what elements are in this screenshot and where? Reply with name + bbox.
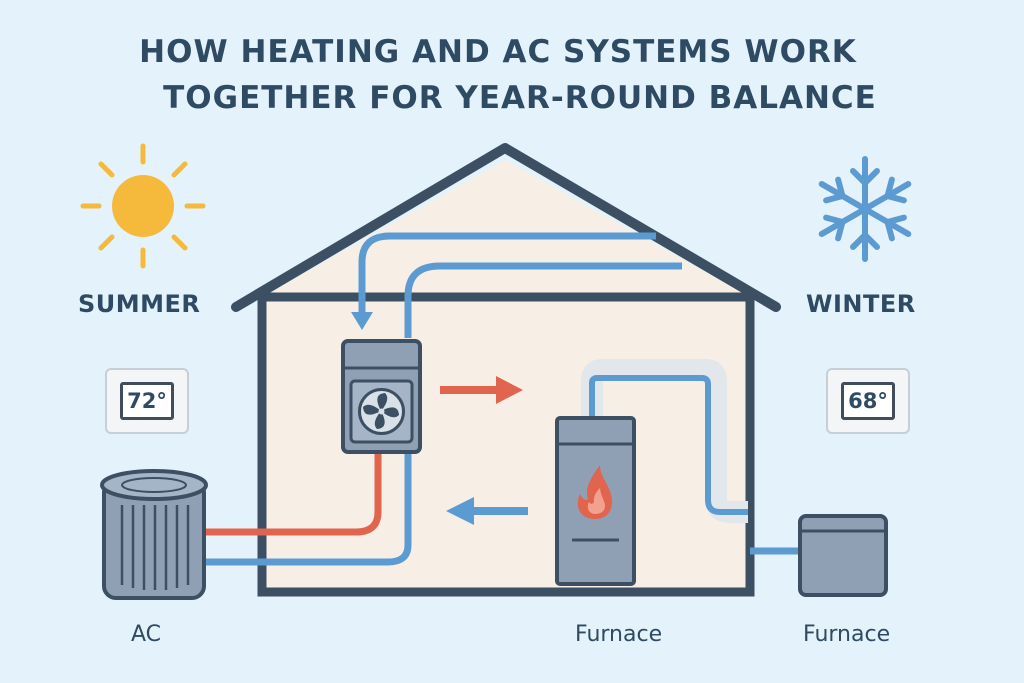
winter-thermostat: 68° bbox=[826, 368, 910, 434]
supply-duct-line bbox=[589, 375, 748, 515]
sun-icon bbox=[80, 143, 206, 269]
winter-thermostat-display: 68° bbox=[841, 382, 895, 420]
outdoor-furnace bbox=[798, 514, 888, 597]
heat-flow-arrow-icon bbox=[440, 376, 523, 404]
outdoor-furnace-label: Furnace bbox=[803, 622, 891, 647]
warm-refrigerant-line bbox=[204, 452, 382, 536]
return-line bbox=[358, 232, 656, 318]
summer-label: SUMMER bbox=[78, 290, 201, 318]
coolant-line-upper bbox=[404, 262, 682, 338]
fan-icon bbox=[358, 388, 405, 435]
summer-thermostat-display: 72° bbox=[120, 382, 174, 420]
indoor-furnace bbox=[555, 416, 636, 586]
air-handler bbox=[341, 339, 422, 454]
winter-label: WINTER bbox=[806, 290, 916, 318]
down-arrow-icon bbox=[351, 312, 373, 330]
snowflake-icon bbox=[818, 156, 912, 262]
cool-flow-arrow-icon bbox=[446, 497, 528, 525]
cool-refrigerant-line bbox=[204, 452, 412, 566]
ac-label: AC bbox=[131, 622, 162, 647]
title-line-2: TOGETHER FOR YEAR-ROUND BALANCE bbox=[163, 80, 877, 116]
flame-icon bbox=[577, 465, 612, 519]
furnace-label: Furnace bbox=[575, 622, 663, 647]
title-line-1: HOW HEATING AND AC SYSTEMS WORK bbox=[139, 34, 857, 70]
summer-thermostat: 72° bbox=[105, 368, 189, 434]
ac-condenser-icon bbox=[100, 469, 208, 600]
